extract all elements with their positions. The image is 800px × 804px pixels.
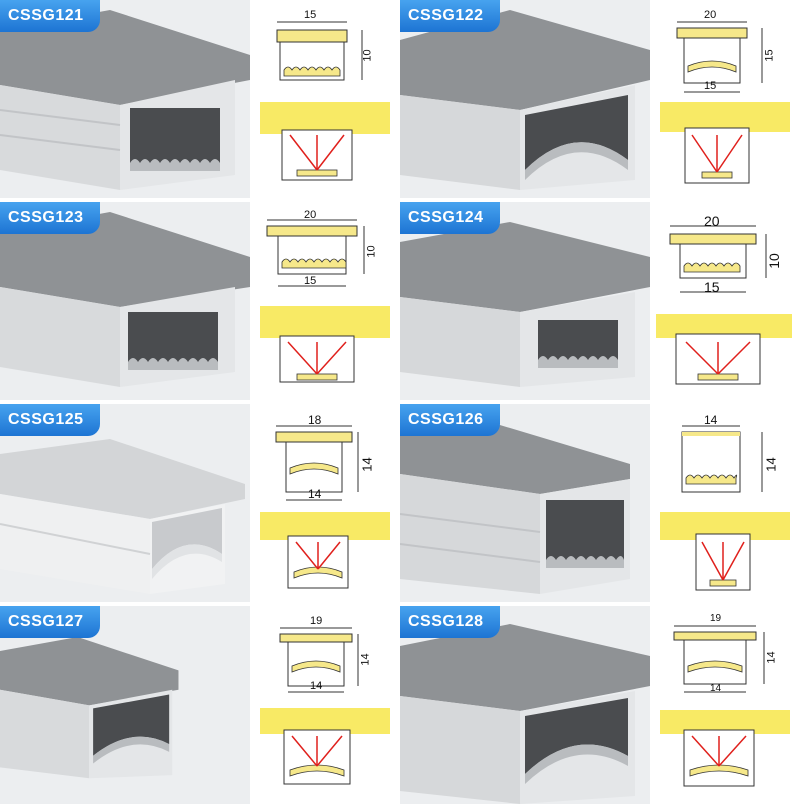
product-card-cssg127: CSSG127 19 14 14: [0, 606, 398, 804]
profile-photo: CSSG124: [400, 202, 650, 400]
profile-render: [0, 439, 245, 594]
profile-photo: CSSG127: [0, 606, 250, 804]
cross-section-drawing: [660, 21, 790, 184]
product-card-cssg123: CSSG123 20 10 15: [0, 202, 398, 400]
profile-render: [0, 212, 250, 387]
product-card-cssg121: CSSG121 15 10: [0, 0, 398, 198]
width-dimension: 19: [710, 613, 722, 624]
product-code-badge: CSSG122: [400, 0, 500, 32]
width-dimension: 15: [304, 9, 317, 21]
cross-section-diagram: 19 14 14: [652, 606, 798, 804]
height-dimension: 15: [763, 49, 776, 62]
profile-photo: CSSG126: [400, 404, 650, 602]
cross-section-diagram: 14 14: [652, 404, 798, 602]
profile-photo: CSSG128: [400, 606, 650, 804]
cross-section-drawing: [656, 225, 792, 385]
profile-render: [400, 624, 650, 804]
product-code-badge: CSSG126: [400, 404, 500, 436]
width-dimension: 20: [704, 213, 720, 229]
profile-render: [0, 10, 250, 190]
profile-photo: CSSG122: [400, 0, 650, 198]
cross-section-diagram: 18 14 14: [252, 404, 398, 602]
width-dimension: 20: [304, 209, 317, 221]
profile-render: [400, 419, 630, 594]
product-card-cssg124: CSSG124 20 10 15: [400, 202, 798, 400]
product-card-cssg126: CSSG126 14 14: [400, 404, 798, 602]
profile-photo: CSSG121: [0, 0, 250, 198]
width-dimension: 19: [310, 615, 323, 627]
product-card-cssg122: CSSG122 20 15 15: [400, 0, 798, 198]
cross-section-drawing: [660, 425, 790, 591]
profile-photo: CSSG125: [0, 404, 250, 602]
product-code-badge: CSSG121: [0, 0, 100, 32]
width-dimension: 14: [704, 413, 718, 427]
base-dimension: 14: [710, 683, 722, 694]
base-dimension: 15: [704, 80, 717, 92]
cross-section-diagram: 20 15 15: [652, 0, 798, 198]
base-dimension: 14: [308, 487, 322, 501]
width-dimension: 18: [308, 413, 322, 427]
cross-section-drawing: [260, 425, 390, 589]
base-dimension: 15: [704, 279, 720, 295]
product-card-cssg125: CSSG125 18 14 14: [0, 404, 398, 602]
product-code-badge: CSSG125: [0, 404, 100, 436]
width-dimension: 20: [704, 9, 717, 21]
profile-photo: CSSG123: [0, 202, 250, 400]
product-code-badge: CSSG127: [0, 606, 100, 638]
height-dimension: 14: [359, 653, 372, 666]
cross-section-drawing: [260, 219, 390, 383]
cross-section-diagram: 15 10: [252, 0, 398, 198]
height-dimension: 14: [359, 457, 375, 472]
cross-section-drawing: [260, 21, 390, 181]
base-dimension: 15: [304, 275, 317, 287]
cross-section-drawing: [260, 627, 390, 785]
cross-section-drawing: [660, 625, 790, 787]
cross-section-diagram: 20 10 15: [252, 202, 398, 400]
profile-render: [400, 10, 650, 190]
cross-section-diagram: 19 14 14: [252, 606, 398, 804]
product-code-badge: CSSG123: [0, 202, 100, 234]
product-code-badge: CSSG128: [400, 606, 500, 638]
product-code-badge: CSSG124: [400, 202, 500, 234]
profile-render: [400, 222, 650, 387]
height-dimension: 10: [365, 245, 378, 258]
profile-render: [0, 637, 179, 779]
height-dimension: 10: [765, 253, 782, 269]
height-dimension: 14: [763, 457, 779, 472]
product-card-cssg128: CSSG128 19 14 14: [400, 606, 798, 804]
cross-section-diagram: 20 10 15: [652, 202, 798, 400]
height-dimension: 14: [765, 651, 778, 664]
height-dimension: 10: [361, 49, 374, 62]
base-dimension: 14: [310, 680, 323, 692]
